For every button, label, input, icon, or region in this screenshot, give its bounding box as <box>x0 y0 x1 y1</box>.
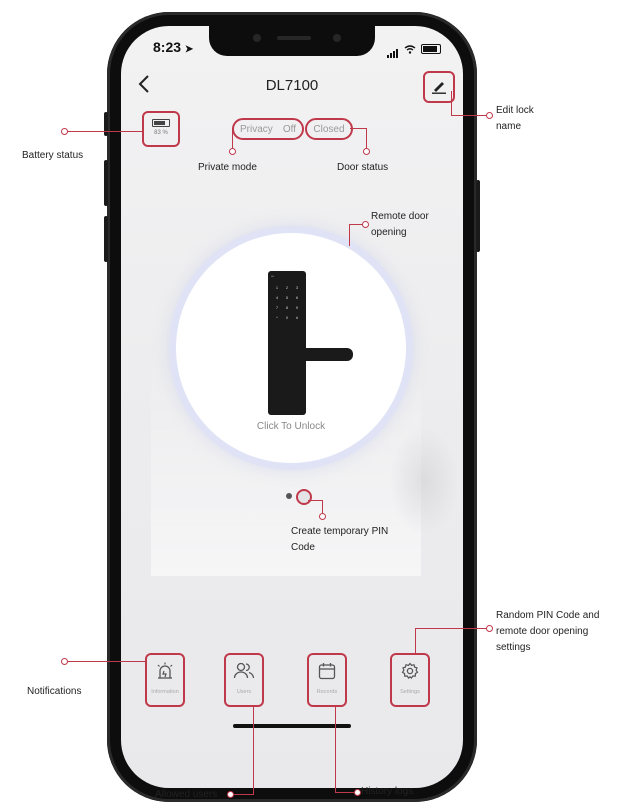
users-icon <box>233 662 255 679</box>
background-plant <box>389 426 459 536</box>
annotation-private-mode: Private mode <box>198 162 257 173</box>
privacy-mode-toggle[interactable]: Privacy Off <box>232 118 304 140</box>
status-time: 8:23 ➤ <box>153 39 194 55</box>
callout-line <box>65 661 145 663</box>
volume-down-button <box>104 216 108 262</box>
notch <box>209 26 375 56</box>
lock-brand-mark: ••• <box>271 274 275 278</box>
callout-dot <box>486 625 493 632</box>
annotation-edit-lock-name: Edit lock name <box>496 105 534 132</box>
tab-settings-label: Settings <box>400 689 420 695</box>
status-icons <box>387 40 441 58</box>
callout-line <box>349 224 351 246</box>
alarm-light-icon <box>157 662 173 679</box>
pencil-icon <box>432 82 446 94</box>
annotation-battery-status: Battery status <box>22 150 84 161</box>
callout-line <box>451 91 453 115</box>
privacy-label: Privacy <box>240 123 273 135</box>
callout-dot <box>61 128 68 135</box>
battery-percent: 83 % <box>154 130 168 136</box>
callout-dot <box>229 148 236 155</box>
callout-line <box>415 628 488 630</box>
annotation-history-logs: History logs <box>361 786 414 797</box>
home-indicator <box>233 724 351 728</box>
callout-dot <box>227 791 234 798</box>
lock-handle <box>299 348 353 361</box>
callout-line <box>366 128 368 150</box>
callout-line <box>232 128 234 150</box>
annotation-remote-door-opening: Remote door opening <box>371 211 429 238</box>
signal-icon <box>387 40 399 58</box>
annotation-allowed-users: Allowed users <box>155 789 218 800</box>
tab-users[interactable]: Users <box>224 653 264 707</box>
chevron-left-icon <box>138 75 149 93</box>
annotation-random-pin: Random PIN Code and remote door opening … <box>496 610 600 653</box>
sensor-dot <box>253 34 261 42</box>
tab-users-label: Users <box>236 689 252 695</box>
status-battery-icon <box>421 44 441 54</box>
callout-line <box>322 500 324 515</box>
callout-line <box>349 224 363 226</box>
callout-dot <box>354 789 361 796</box>
door-status-badge: Closed <box>305 118 353 140</box>
annotation-door-status: Door status <box>337 162 389 173</box>
door-status-value: Closed <box>313 123 345 135</box>
privacy-value: Off <box>282 123 296 135</box>
annotation-notifications: Notifications <box>27 686 82 697</box>
callout-line <box>308 500 323 502</box>
annotation-create-temp-pin: Create temporary PIN Code <box>291 526 389 553</box>
page-title: DL7100 <box>265 77 319 94</box>
tab-records[interactable]: Records <box>307 653 347 707</box>
calendar-icon <box>318 663 336 680</box>
camera-dot <box>333 34 341 42</box>
callout-line <box>451 115 487 117</box>
gear-icon <box>401 662 419 680</box>
wifi-icon <box>404 44 416 54</box>
app-screen: 8:23 ➤ DL7100 83 % Privacy Off Clos <box>121 26 463 788</box>
callout-line <box>335 792 355 794</box>
location-arrow-icon: ➤ <box>184 44 194 55</box>
callout-line <box>335 705 337 793</box>
callout-line <box>415 628 417 654</box>
callout-line <box>350 128 366 130</box>
callout-line <box>253 705 255 794</box>
callout-dot <box>362 221 369 228</box>
callout-dot <box>363 148 370 155</box>
volume-up-button <box>104 160 108 206</box>
page-indicator-dot <box>286 493 292 499</box>
tab-records-label: Records <box>316 689 338 695</box>
power-button <box>476 180 480 252</box>
callout-dot <box>319 513 326 520</box>
battery-status: 83 % <box>142 111 180 147</box>
unlock-label: Click To Unlock <box>256 421 326 432</box>
callout-dot <box>61 658 68 665</box>
tab-information[interactable]: Information <box>145 653 185 707</box>
edit-lock-name-button[interactable] <box>423 71 455 103</box>
tab-information-label: Information <box>151 689 179 695</box>
back-button[interactable] <box>138 72 150 100</box>
create-temporary-pin-button[interactable] <box>296 489 312 505</box>
callout-line <box>230 794 254 796</box>
tab-settings[interactable]: Settings <box>390 653 430 707</box>
callout-line <box>65 131 144 133</box>
mute-switch <box>104 112 108 136</box>
battery-icon <box>152 119 170 127</box>
speaker-grille <box>277 36 311 40</box>
callout-dot <box>486 112 493 119</box>
